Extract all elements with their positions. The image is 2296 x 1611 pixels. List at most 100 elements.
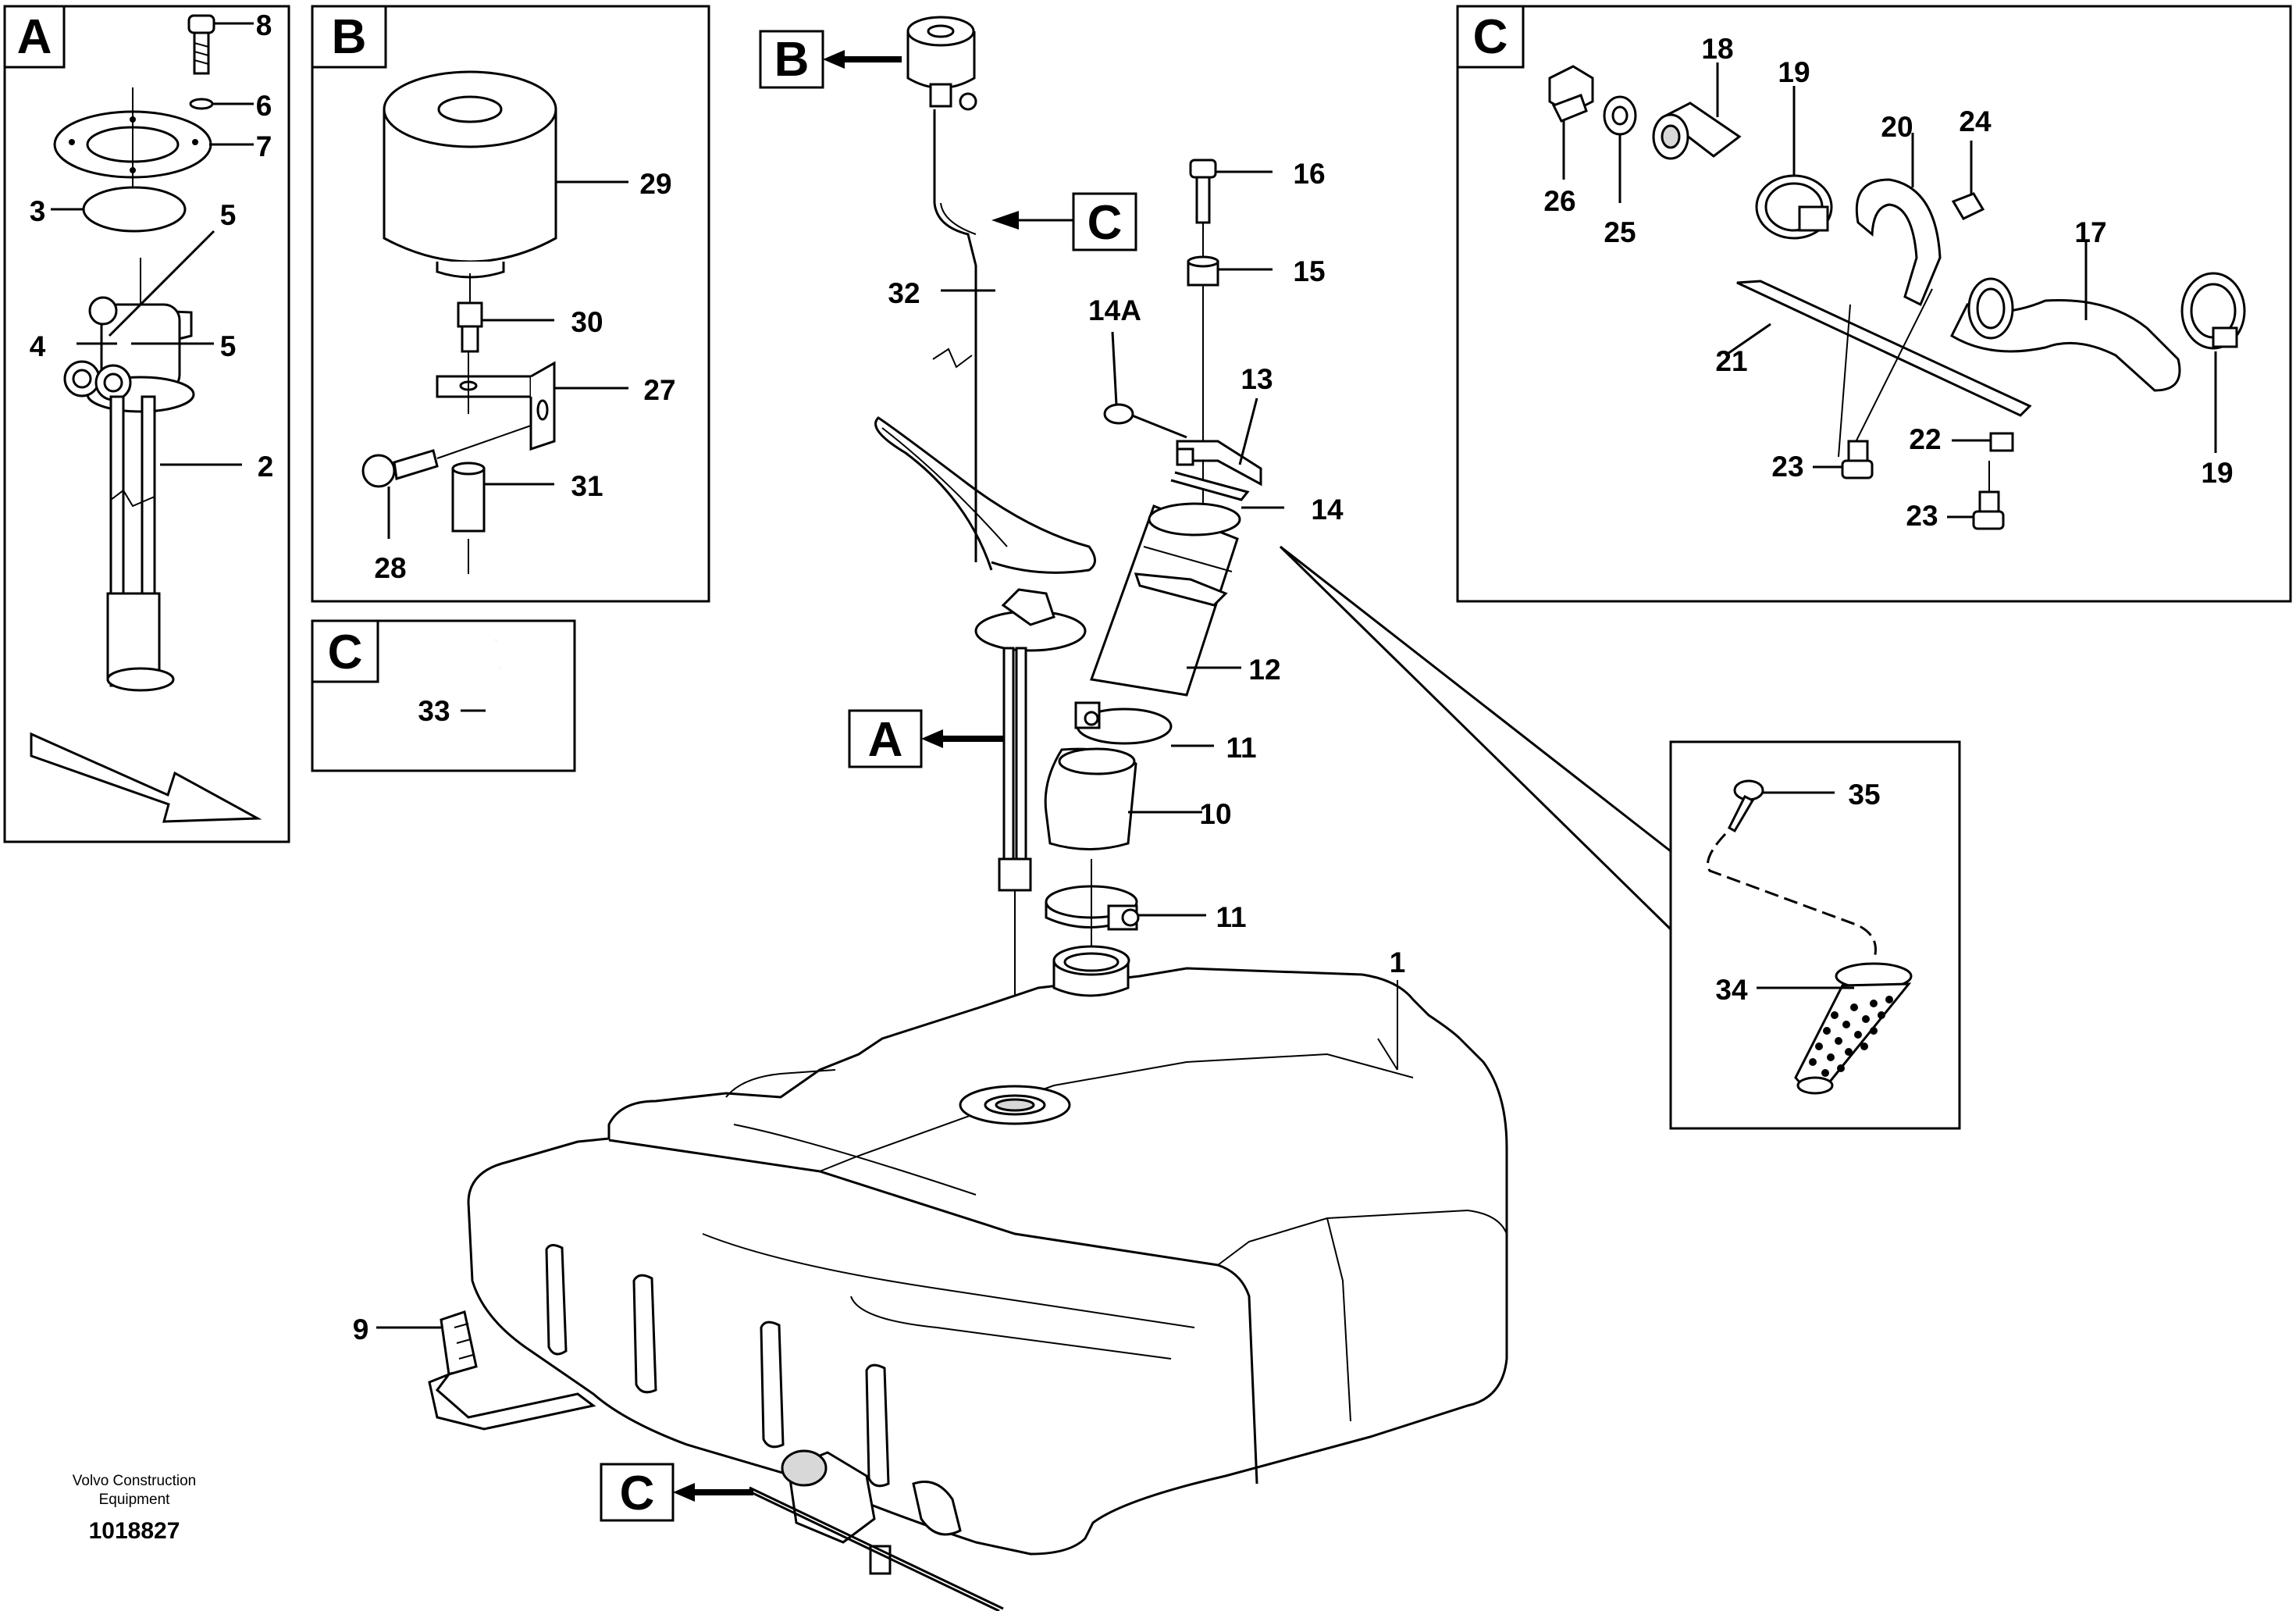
label-14: 14 — [1311, 494, 1344, 526]
nipple-fitting-icon — [457, 301, 483, 353]
fuel-level-sender-icon — [63, 296, 195, 692]
label-19b: 19 — [2201, 457, 2233, 489]
label-17: 17 — [2074, 216, 2106, 248]
label-10: 10 — [1199, 798, 1231, 830]
filler-neck-fitting-icon — [1652, 102, 1742, 160]
label-5b: 5 — [220, 330, 237, 362]
label-21: 21 — [1715, 345, 1747, 377]
hose-clamp-icon — [1074, 701, 1173, 745]
callout-c-top-box — [1072, 192, 1137, 251]
label-13: 13 — [1241, 363, 1273, 395]
hose-elbow-icon — [1044, 747, 1137, 850]
label-1: 1 — [1390, 946, 1406, 978]
label-20: 20 — [1881, 111, 1913, 143]
label-2: 2 — [258, 451, 274, 483]
cable-tie-icon — [479, 640, 543, 747]
bolt-icon — [1951, 192, 1985, 220]
panel-strainer: 35 34 — [1279, 545, 1961, 1130]
label-5a: 5 — [220, 199, 237, 231]
label-26: 26 — [1543, 185, 1575, 217]
washer-icon — [189, 98, 214, 110]
spacer-icon — [1187, 255, 1219, 287]
filter-housing-icon — [906, 16, 977, 111]
label-9: 9 — [353, 1313, 369, 1345]
cap-icon — [1548, 65, 1594, 123]
screw-icon — [1728, 779, 1764, 833]
bolt-icon — [1972, 490, 2005, 530]
label-23a: 23 — [1771, 451, 1803, 483]
label-8: 8 — [256, 9, 272, 41]
label-15: 15 — [1293, 255, 1325, 287]
label-31: 31 — [571, 470, 603, 502]
label-14a: 14A — [1088, 294, 1141, 326]
gasket-icon — [82, 186, 187, 233]
fuel-hose-icon — [1950, 277, 2181, 392]
label-25: 25 — [1604, 216, 1636, 248]
filter-housing-icon — [383, 70, 557, 279]
label-11b: 11 — [1216, 901, 1246, 933]
support-plate-icon — [1736, 280, 2032, 417]
panel-a: A — [3, 5, 290, 843]
label-34: 34 — [1715, 974, 1748, 1006]
label-19a: 19 — [1778, 56, 1810, 88]
fuel-tank-icon — [467, 945, 1508, 1611]
panel-c-strap-letter-box — [311, 619, 379, 683]
panel-b: B — [311, 5, 710, 603]
callout-a-box — [848, 709, 923, 768]
label-12: 12 — [1248, 654, 1280, 686]
label-3: 3 — [30, 195, 46, 227]
ring-terminal-icon — [1103, 403, 1187, 439]
label-28: 28 — [374, 552, 406, 584]
filler-tube-icon — [1089, 502, 1241, 697]
bolt-icon — [1189, 159, 1217, 224]
hose-clamp-icon — [1755, 174, 1833, 240]
label-6: 6 — [256, 90, 272, 122]
label-35: 35 — [1848, 779, 1880, 811]
strainer-icon — [1794, 962, 1913, 1095]
main-assembly: B C A — [353, 16, 1508, 1611]
callout-b: B — [774, 33, 810, 87]
panel-c-strap: C 33 — [311, 619, 576, 772]
label-33: 33 — [418, 695, 450, 727]
label-24: 24 — [1959, 105, 1992, 137]
callout-c-bottom: C — [620, 1467, 655, 1520]
panel-a-letter: A — [17, 10, 52, 64]
publisher-credit: Volvo Construction Equipment 1018827 — [73, 1473, 196, 1544]
label-4: 4 — [30, 330, 46, 362]
label-23b: 23 — [1906, 500, 1938, 532]
label-27: 27 — [643, 374, 675, 406]
label-18: 18 — [1701, 33, 1733, 65]
nut-icon — [451, 462, 486, 533]
clip-bracket-icon — [1176, 440, 1262, 487]
hose-clamp-icon — [2180, 272, 2246, 350]
seal-ring-icon — [1170, 471, 1250, 501]
tank-mounting-clip-icon — [428, 1310, 596, 1431]
credit-line-2: Equipment — [99, 1492, 171, 1508]
label-7: 7 — [256, 130, 272, 162]
flange-bolt-icon — [361, 449, 439, 488]
panel-b-letter-box — [311, 5, 387, 69]
spacer-icon — [1989, 432, 2014, 452]
washer-icon — [1603, 95, 1637, 136]
label-11a: 11 — [1226, 732, 1256, 764]
panel-c-filler-letter: C — [1473, 10, 1508, 64]
fuel-level-sender-icon — [974, 588, 1087, 892]
bolt-icon — [1841, 440, 1874, 479]
credit-line-1: Volvo Construction — [73, 1473, 196, 1489]
direction-arrow-icon — [30, 732, 262, 823]
clip-bracket-icon — [1855, 178, 1942, 307]
callout-a: A — [868, 713, 903, 767]
label-30: 30 — [571, 306, 603, 338]
callout-c-top: C — [1087, 196, 1123, 250]
panel-b-letter: B — [332, 10, 367, 64]
mounting-bracket-icon — [436, 361, 556, 451]
drain-plug-icon — [781, 1449, 962, 1575]
illustration-number: 1018827 — [89, 1518, 180, 1544]
panel-c-filler-letter-box — [1456, 5, 1525, 69]
panel-c-filler: C — [1456, 5, 2292, 603]
label-22: 22 — [1909, 423, 1941, 455]
panel-c-strap-letter: C — [328, 626, 363, 679]
label-29: 29 — [639, 168, 671, 200]
bolt-icon — [187, 14, 215, 75]
